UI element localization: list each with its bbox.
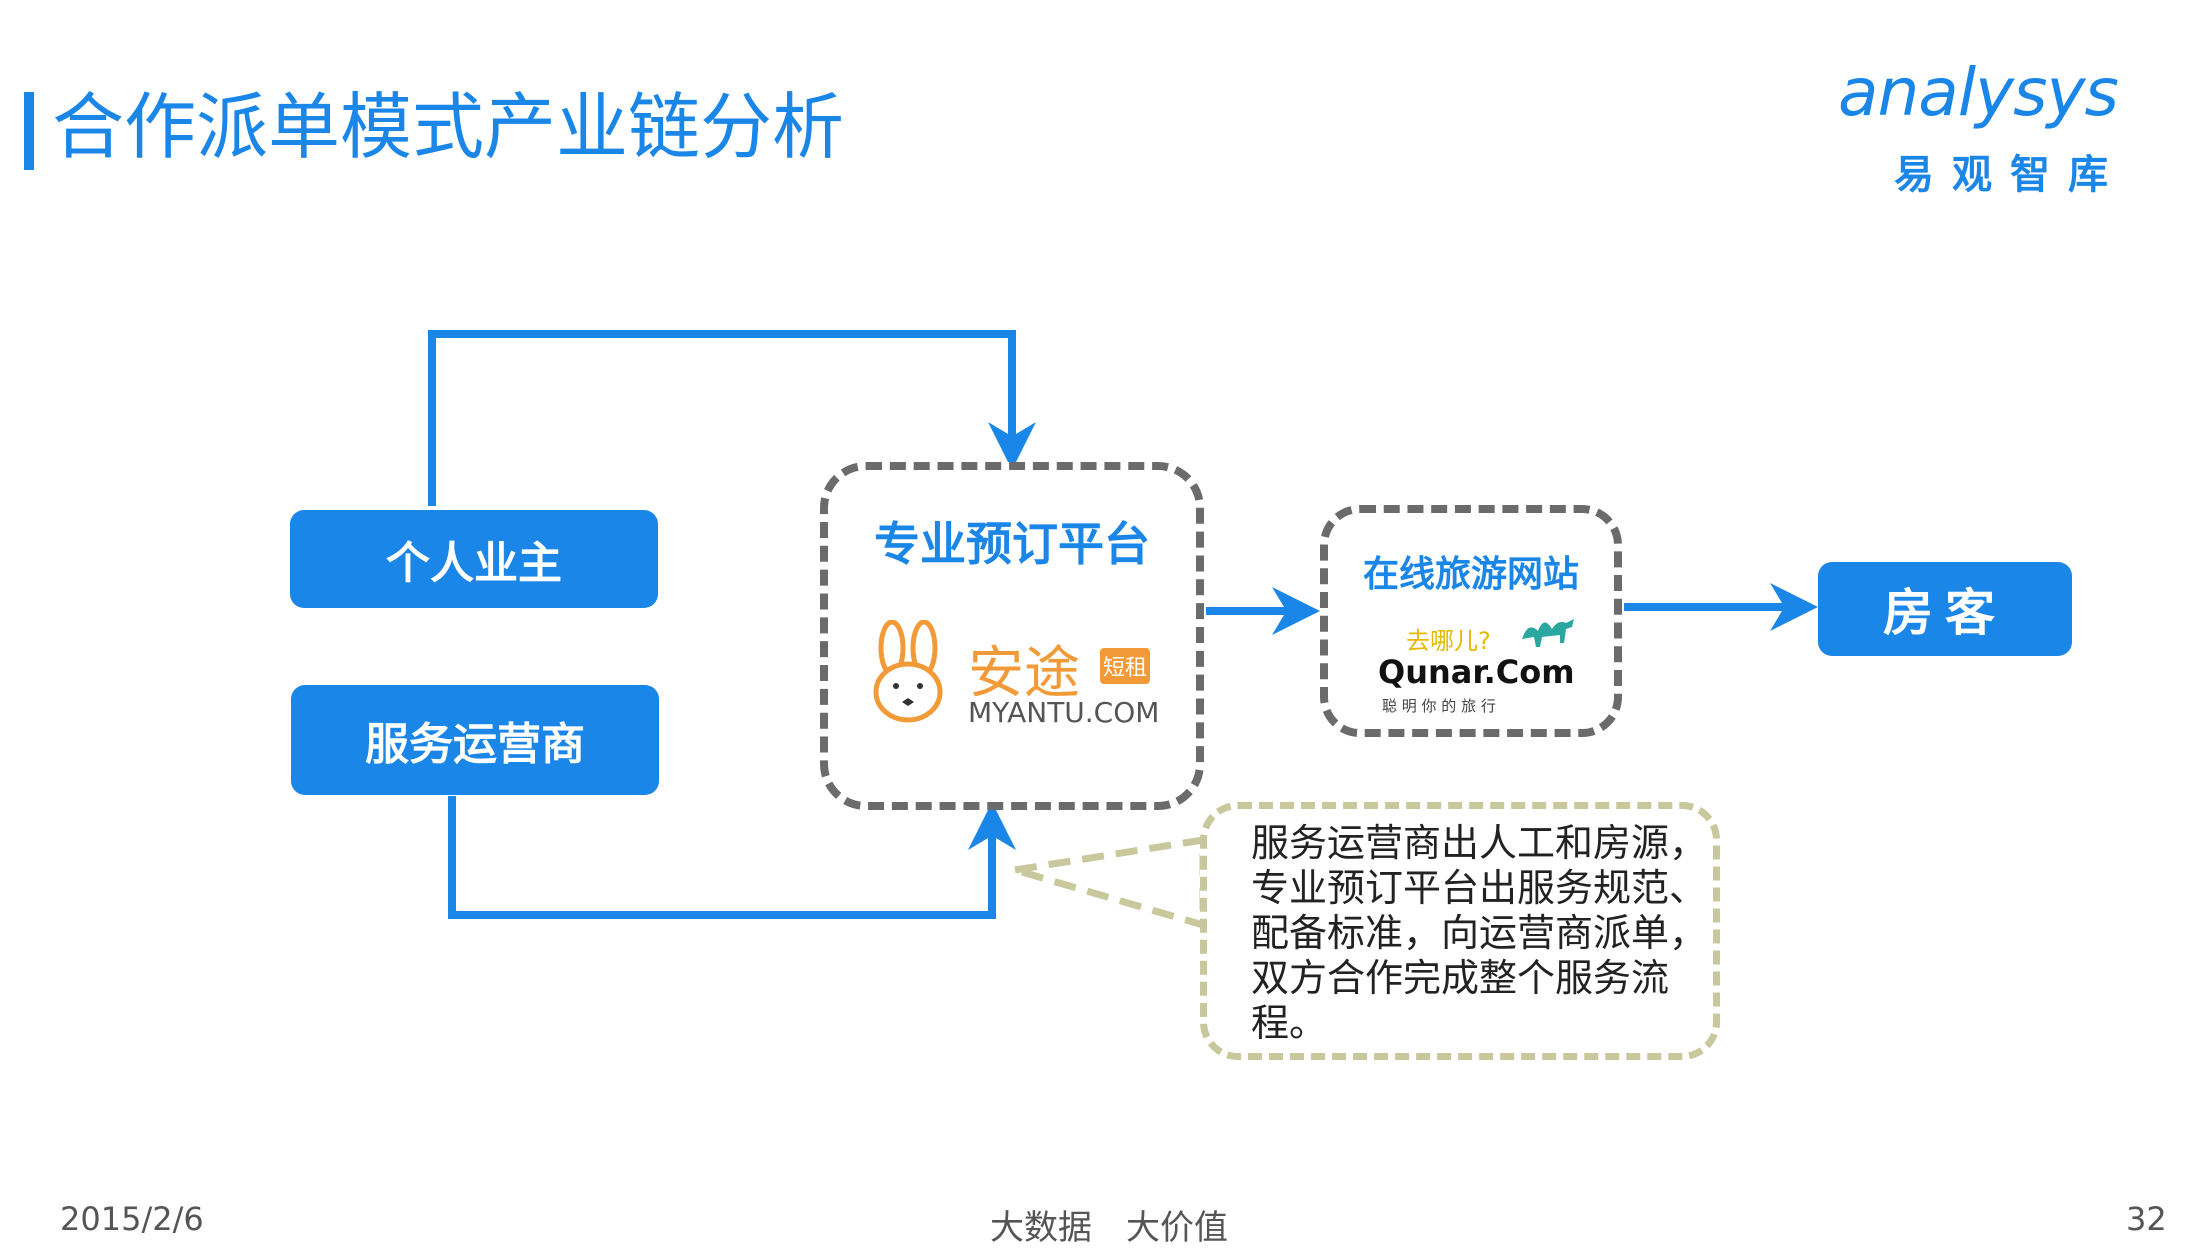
logo-wordmark: analysys	[1838, 54, 2119, 131]
footer-date: 2015/2/6	[60, 1200, 204, 1238]
node-online-travel-site: 在线旅游网站 去哪儿? Qunar.Com 聪 明 你 的 旅 行	[1320, 505, 1622, 737]
callout-text: 服务运营商出人工和房源，专业预订平台出服务规范、配备标准，向运营商派单，双方合作…	[1251, 821, 1708, 1045]
title-accent-bar	[24, 92, 34, 170]
node-service-operator: 服务运营商	[291, 685, 659, 795]
ota-title: 在线旅游网站	[1362, 554, 1579, 595]
node-individual-owner: 个人业主	[290, 510, 658, 608]
arrow-owner-to-platform	[428, 330, 1036, 506]
camel-icon	[1522, 619, 1574, 647]
myantu-logo-en: MYANTU.COM	[968, 696, 1160, 729]
logo-subtitle: 易观智库	[1894, 152, 2126, 198]
qunar-logo-cn: 去哪儿?	[1406, 627, 1491, 655]
myantu-logo-cn: 安途	[968, 641, 1080, 706]
node-booking-platform: 专业预订平台 安途 短租 MYANTU.COM	[820, 462, 1204, 810]
myantu-tag: 短租	[1100, 648, 1150, 684]
page-title: 合作派单模式产业链分析	[52, 85, 845, 169]
analysys-logo: analysys 易观智库	[1822, 54, 2172, 204]
arrow-operator-to-platform	[448, 796, 1016, 919]
footer-slogan: 大数据 大价值	[990, 1208, 1228, 1248]
node-guest: 房客	[1818, 562, 2072, 656]
explanation-callout: 服务运营商出人工和房源，专业预订平台出服务规范、配备标准，向运营商派单，双方合作…	[1200, 802, 1720, 1060]
platform-title: 专业预订平台	[874, 517, 1150, 571]
qunar-slogan: 聪 明 你 的 旅 行	[1382, 697, 1496, 715]
page-number: 32	[2126, 1200, 2167, 1238]
note-callout-pointer	[1014, 835, 1207, 930]
rabbit-mascot-icon	[873, 620, 943, 723]
qunar-logo-en: Qunar.Com	[1378, 653, 1575, 691]
